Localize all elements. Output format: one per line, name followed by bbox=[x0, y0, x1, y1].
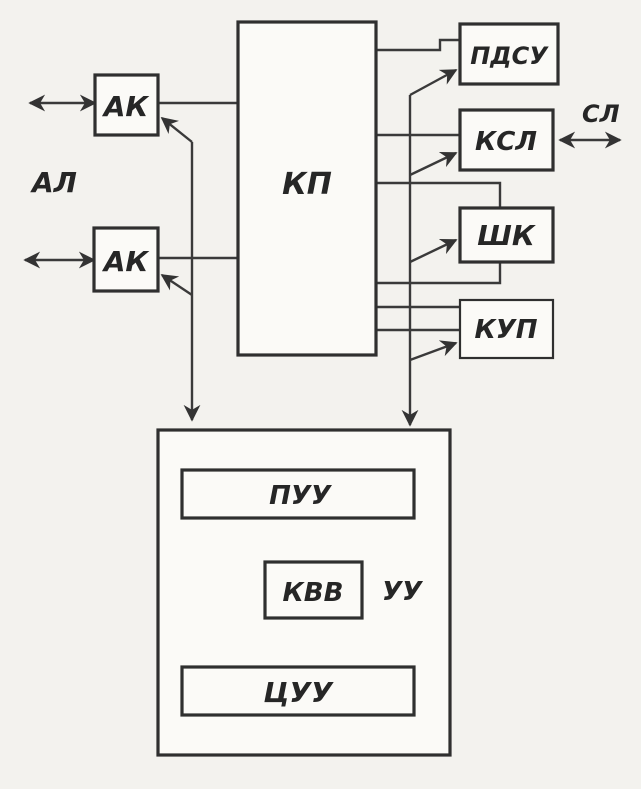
block-shk: ШК bbox=[458, 206, 555, 264]
block-puu: ПУУ bbox=[180, 468, 416, 520]
block-kup: КУП bbox=[458, 298, 555, 360]
block-pdsu: ПДСУ bbox=[458, 22, 560, 86]
label-sl: СЛ bbox=[582, 100, 620, 128]
block-kp-label: КП bbox=[282, 167, 332, 202]
block-ak-top-label: АК bbox=[102, 90, 151, 123]
right-bus-to-kup bbox=[409, 340, 458, 362]
left-bus-to-ak-bottom bbox=[160, 274, 193, 296]
label-al: АЛ bbox=[30, 166, 77, 199]
connections bbox=[23, 38, 622, 665]
right-bus-to-shk bbox=[409, 238, 458, 264]
right-bus-to-ksl bbox=[409, 151, 458, 177]
block-tsuu: ЦУУ bbox=[180, 665, 416, 717]
block-kp: КП bbox=[236, 20, 378, 357]
block-tsuu-label: ЦУУ bbox=[263, 676, 334, 709]
label-uu: УУ bbox=[382, 577, 424, 607]
block-ak-top: АК bbox=[93, 73, 160, 137]
block-ak-bottom: АК bbox=[92, 226, 160, 293]
block-ksl: КСЛ bbox=[458, 108, 555, 172]
block-kup-label: КУП bbox=[474, 315, 537, 345]
kp-to-shk-lower bbox=[376, 262, 502, 285]
left-bus-to-ak-top bbox=[160, 116, 193, 143]
block-kvv: КВВ bbox=[263, 560, 364, 620]
kp-to-shk-upper bbox=[376, 181, 502, 208]
block-pdsu-label: ПДСУ bbox=[470, 42, 549, 70]
block-kvv-label: КВВ bbox=[283, 578, 344, 608]
block-ksl-label: КСЛ bbox=[475, 127, 537, 157]
block-puu-label: ПУУ bbox=[269, 481, 333, 511]
block-ak-bottom-label: АК bbox=[102, 245, 151, 278]
block-shk-label: ШК bbox=[477, 219, 537, 252]
right-bus-to-pdsu bbox=[409, 68, 458, 97]
kp-to-pdsu bbox=[376, 38, 460, 52]
